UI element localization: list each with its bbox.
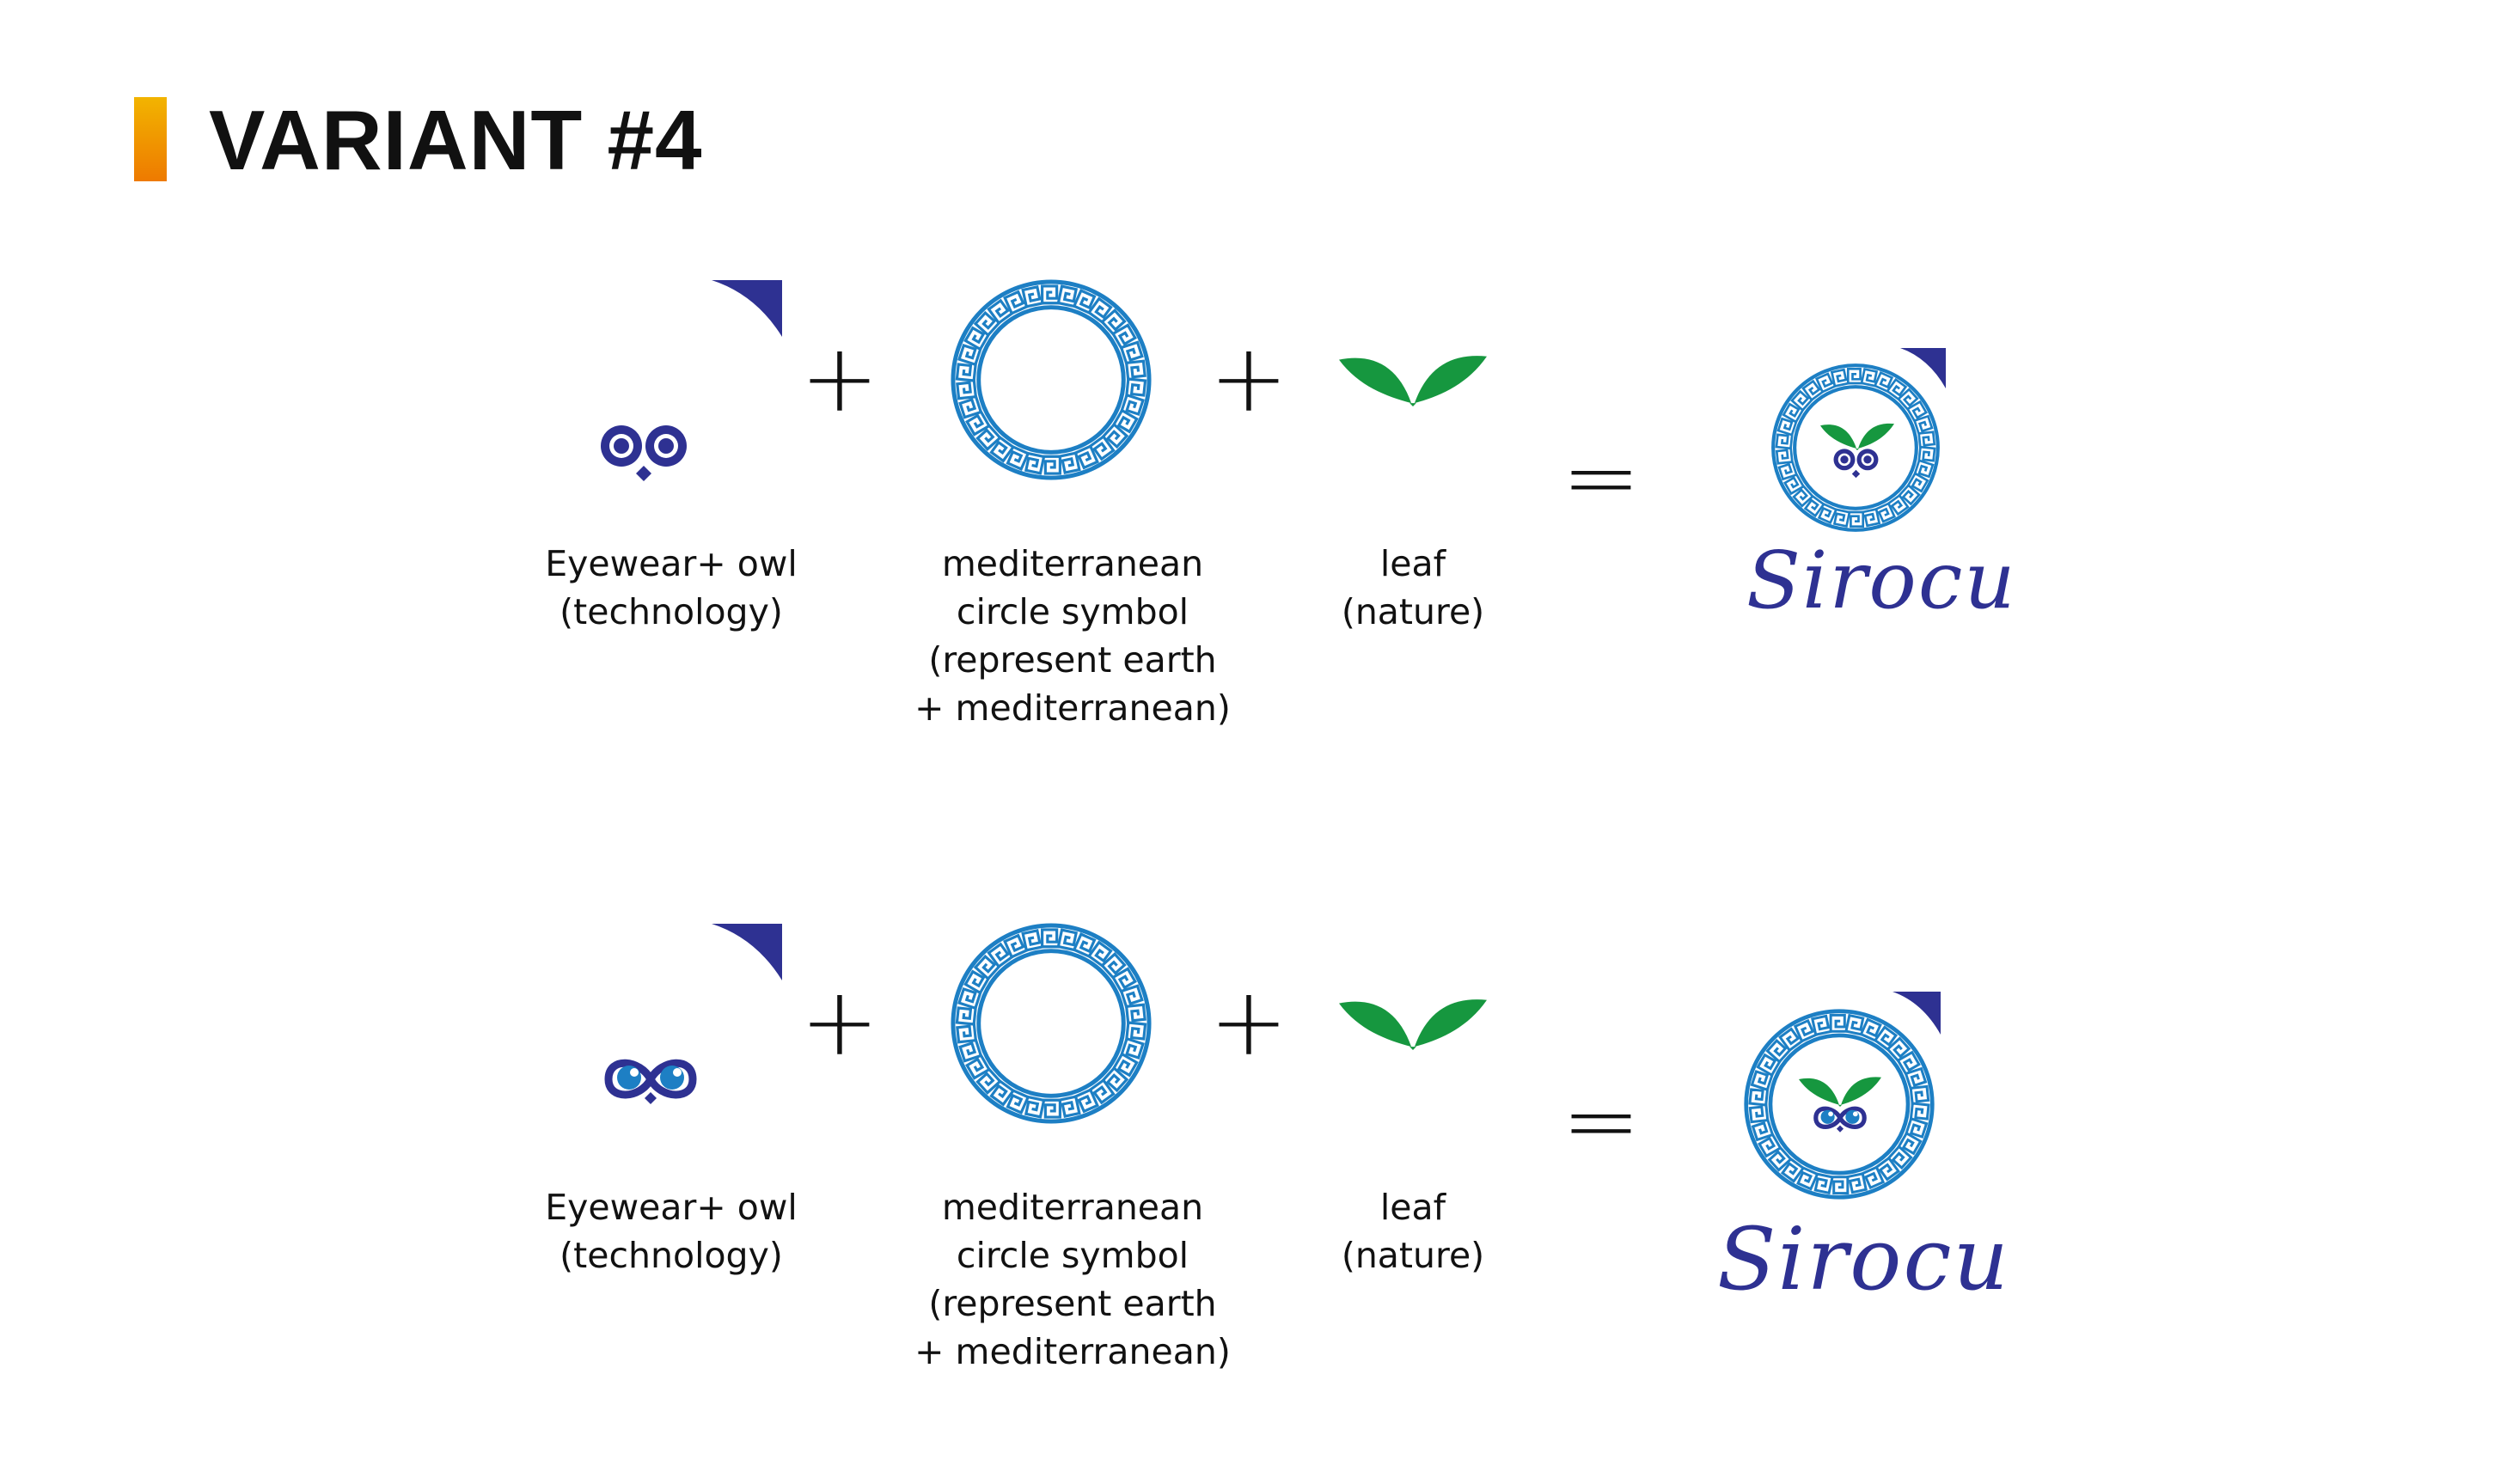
owl-label: Eyewear+ owl (technology) xyxy=(545,1187,798,1276)
leaf-icon xyxy=(1820,423,1894,450)
title-accent-bar xyxy=(134,97,167,181)
leaf-icon xyxy=(1339,999,1487,1050)
equals-operator: = xyxy=(1561,1066,1642,1176)
plus-operator: + xyxy=(799,967,880,1077)
plus-operator: + xyxy=(799,323,880,433)
circle-label: mediterranean circle symbol (represent e… xyxy=(914,1187,1231,1372)
result-logo: Sirocu xyxy=(1710,983,2009,1310)
plus-operator: + xyxy=(1208,967,1289,1077)
greek-key-circle-icon xyxy=(951,279,1152,480)
corner-triangle-icon xyxy=(712,280,782,337)
plus-operator: + xyxy=(1208,323,1289,433)
greek-key-circle-icon xyxy=(1771,363,1940,532)
leaf-label: leaf (nature) xyxy=(1341,543,1485,632)
equals-operator: = xyxy=(1561,422,1642,532)
owl-label: Eyewear+ owl (technology) xyxy=(545,543,798,632)
page-title: VARIANT #4 xyxy=(209,93,703,187)
owl-eyes-icon xyxy=(1833,449,1879,479)
greek-key-circle-icon xyxy=(951,923,1152,1124)
leaf-label: leaf (nature) xyxy=(1341,1187,1485,1276)
owl-infinity-eyes-icon xyxy=(1813,1106,1867,1133)
logo-wordmark: Sirocu xyxy=(1717,1209,2010,1310)
owl-eyes-icon xyxy=(601,425,687,481)
corner-triangle-icon xyxy=(1900,348,1946,388)
result-logo: Sirocu xyxy=(1736,344,2015,636)
circle-label: mediterranean circle symbol (represent e… xyxy=(914,543,1231,729)
greek-key-circle-icon xyxy=(1744,1009,1935,1200)
logo-wordmark: Sirocu xyxy=(1746,534,2017,626)
corner-triangle-icon xyxy=(1892,992,1941,1035)
corner-triangle-icon xyxy=(712,924,782,980)
owl-infinity-eyes-icon xyxy=(604,1059,697,1104)
leaf-icon xyxy=(1799,1077,1881,1107)
leaf-icon xyxy=(1339,356,1487,406)
